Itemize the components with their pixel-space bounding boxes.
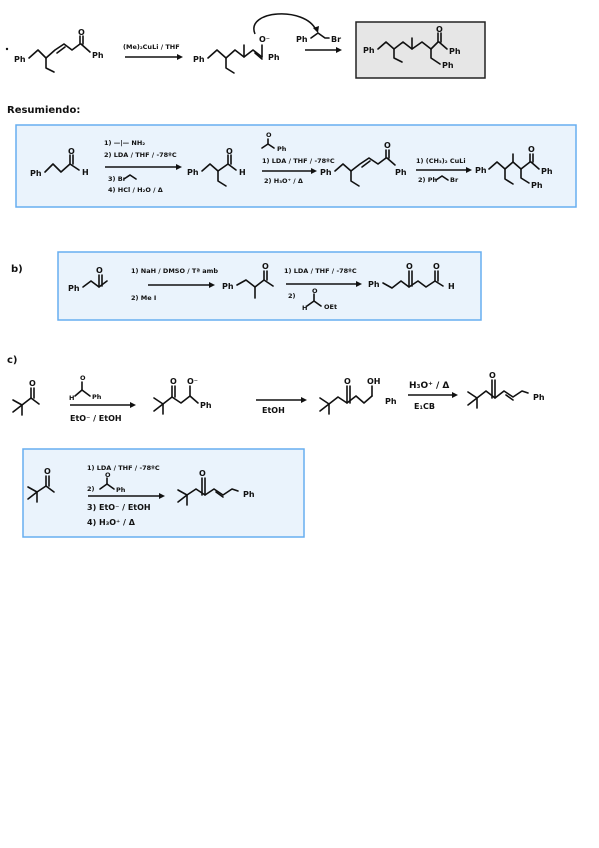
b-end-ph: Ph bbox=[368, 280, 380, 289]
s1-start-double bbox=[56, 46, 66, 54]
s1-product-ph-right: Ph bbox=[449, 47, 461, 56]
s1-enolate-o: O⁻ bbox=[259, 35, 270, 44]
s1-alkyl-ph: Ph bbox=[296, 35, 308, 44]
c-enone-o: O bbox=[489, 371, 496, 380]
c-aldol-oh: OH bbox=[367, 377, 381, 386]
r-step8: 2) Ph bbox=[418, 176, 438, 184]
c-step1: EtO⁻ / EtOH bbox=[70, 414, 122, 423]
c-aldol-ph: Ph bbox=[385, 397, 397, 406]
r-reagent-ph: Ph bbox=[277, 145, 287, 153]
c-step2: EtOH bbox=[262, 406, 285, 415]
c-alkoxide-o: O bbox=[170, 377, 177, 386]
b-step2: 2) Me I bbox=[131, 294, 156, 302]
s1-product-ph-branch: Ph bbox=[442, 61, 454, 70]
cb-step2-o: O bbox=[105, 471, 111, 479]
label-b: b) bbox=[11, 264, 23, 275]
r-mid2-right: Ph bbox=[395, 168, 407, 177]
r-mid2-ph: Ph bbox=[320, 168, 332, 177]
r-end-o: O bbox=[528, 145, 535, 154]
r-mid-h: H bbox=[239, 168, 246, 177]
r-step3: 3) Br bbox=[108, 175, 127, 183]
r-mid-o: O bbox=[226, 147, 233, 156]
s1-start-ethyl bbox=[45, 57, 55, 73]
s1-alkyl-br: Br bbox=[331, 35, 341, 44]
r-end-ph: Ph bbox=[475, 166, 487, 175]
cb-end-ph: Ph bbox=[243, 490, 255, 499]
r-mid-ph: Ph bbox=[187, 168, 199, 177]
resumiendo-box bbox=[15, 124, 577, 208]
c-ald-h: H bbox=[69, 394, 74, 402]
c-panel: O 1) LDA / THF / -78ºC 2) O Ph 3) EtO⁻ /… bbox=[22, 448, 305, 538]
b-start-o: O bbox=[96, 266, 103, 275]
b-ester-o: O bbox=[312, 287, 318, 295]
s1-start-o: O bbox=[78, 28, 85, 37]
cb-step3: 3) EtO⁻ / EtOH bbox=[87, 503, 151, 512]
c-alkoxide-ph: Ph bbox=[200, 401, 212, 410]
s1-curved-arrow bbox=[253, 13, 317, 35]
b-mid-o: O bbox=[262, 262, 269, 271]
r-start-ph: Ph bbox=[30, 169, 42, 178]
b-start-ph: Ph bbox=[68, 284, 80, 293]
b-step3: 1) LDA / THF / -78ºC bbox=[284, 267, 357, 275]
c-scheme: O H O Ph EtO⁻ / EtOH O O⁻ Ph EtOH O OH P… bbox=[12, 371, 545, 423]
c-aldol-o: O bbox=[344, 377, 351, 386]
r-step6: 2) H₃O⁺ / Δ bbox=[264, 177, 303, 185]
r-start-o: O bbox=[68, 147, 75, 156]
r-step8-br: Br bbox=[450, 176, 459, 184]
s1-start-ph: Ph bbox=[14, 55, 26, 64]
cb-step2-ph: Ph bbox=[116, 486, 126, 494]
s1-reagent: (Me)₂CuLi / THF bbox=[123, 43, 180, 51]
resumiendo-panel: Ph O H 1) —|— NH₂ 2) LDA / THF / -78ºC 3… bbox=[15, 124, 577, 208]
c-enone-ph: Ph bbox=[533, 393, 545, 402]
b-panel: Ph O 1) NaH / DMSO / Tª amb 2) Me I Ph O… bbox=[57, 251, 482, 321]
c-alkoxide-ominus: O⁻ bbox=[187, 377, 198, 386]
cb-step1: 1) LDA / THF / -78ºC bbox=[87, 464, 160, 472]
s1-product-o: O bbox=[436, 25, 443, 34]
b-ester-oet: OEt bbox=[324, 303, 337, 311]
cb-step4: 4) H₃O⁺ / Δ bbox=[87, 518, 136, 527]
b-end-o1: O bbox=[406, 262, 413, 271]
b-end-o2: O bbox=[433, 262, 440, 271]
r-step2: 2) LDA / THF / -78ºC bbox=[104, 151, 177, 159]
b-box bbox=[57, 251, 482, 321]
r-step1: 1) —|— NH₂ bbox=[104, 139, 145, 148]
b-step1: 1) NaH / DMSO / Tª amb bbox=[131, 267, 218, 275]
c-start-o: O bbox=[29, 379, 36, 388]
s1-product-box bbox=[355, 21, 486, 79]
b-end-h: H bbox=[448, 282, 455, 291]
s1-enolate-ph-left: Ph bbox=[193, 55, 205, 64]
r-step4: 4) HCl / H₂O / Δ bbox=[108, 186, 163, 194]
cb-step2: 2) bbox=[87, 485, 95, 493]
s1-product-chain bbox=[377, 41, 439, 50]
r-end-branch: Ph bbox=[531, 181, 543, 190]
s1-enolate-ph-right: Ph bbox=[268, 53, 280, 62]
b-mid-ph: Ph bbox=[222, 282, 234, 291]
c-ald-ph: Ph bbox=[92, 393, 102, 401]
r-step7: 1) (CH₃)₂ CuLi bbox=[416, 157, 466, 165]
label-resumiendo: Resumiendo: bbox=[7, 105, 80, 116]
c-ald-o: O bbox=[80, 374, 86, 382]
s1-enolate-chain bbox=[207, 49, 263, 59]
bullet-dot bbox=[5, 47, 9, 51]
cb-end-o: O bbox=[199, 469, 206, 478]
s1-start-chain bbox=[28, 43, 81, 59]
scheme-1: Ph O Ph (Me)₂CuLi / THF Ph O⁻ Ph Ph Br P… bbox=[5, 13, 486, 79]
r-start-h: H bbox=[82, 168, 89, 177]
label-c: c) bbox=[7, 355, 18, 366]
r-end-right: Ph bbox=[541, 167, 553, 176]
r-reagent-o: O bbox=[266, 131, 272, 139]
b-ester-h: H bbox=[302, 304, 307, 312]
r-mid2-o: O bbox=[384, 141, 391, 150]
s1-start-right-ph: Ph bbox=[92, 51, 104, 60]
c-box bbox=[22, 448, 305, 538]
c-step3b: E₁CB bbox=[414, 402, 435, 411]
s1-product-ph-left: Ph bbox=[363, 46, 375, 55]
r-step5: 1) LDA / THF / -78ºC bbox=[262, 157, 335, 165]
cb-start-o: O bbox=[44, 467, 51, 476]
c-step3: H₃O⁺ / Δ bbox=[409, 381, 449, 391]
b-step4: 2) bbox=[288, 292, 296, 300]
